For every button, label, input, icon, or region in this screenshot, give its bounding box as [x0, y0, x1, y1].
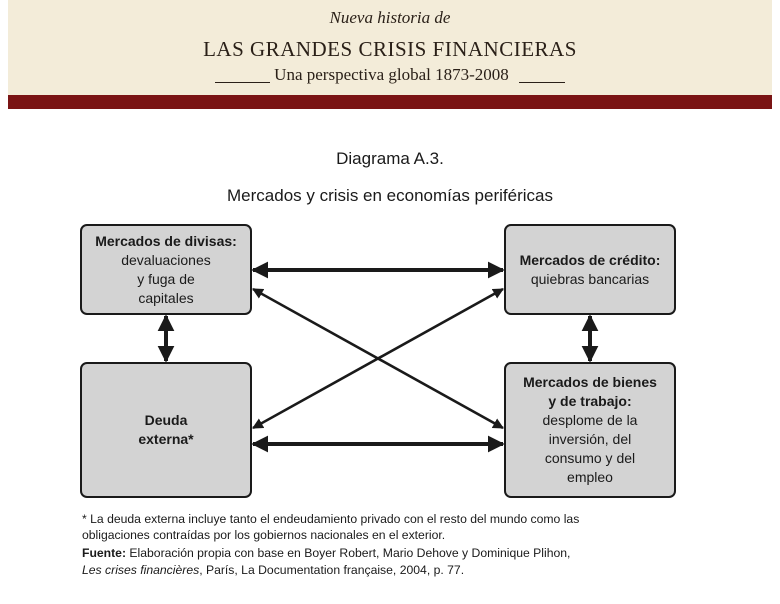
footnote-line-1: * La deuda externa incluye tanto el ende… [82, 512, 580, 526]
node-text: quiebras bancarias [530, 270, 650, 287]
node-text: desplome de la [542, 412, 638, 428]
source-label: Fuente: [82, 546, 127, 560]
header-band: Nueva historia de LAS GRANDES CRISIS FIN… [8, 0, 772, 95]
header-rule-right [518, 68, 565, 83]
node-heading: Mercados de divisas: [95, 232, 237, 249]
source-text: Elaboración propia con base en Boyer Rob… [126, 546, 571, 560]
node-text: empleo [567, 469, 613, 485]
node-heading: Mercados de bienes [523, 374, 657, 390]
node-heading: externa* [138, 431, 194, 447]
node-mercados-bienes-trabajo: Mercados de bienes y de trabajo: desplom… [504, 362, 676, 498]
footnote-line-2: obligaciones contraídas por los gobierno… [82, 528, 446, 542]
node-mercados-divisas: Mercados de divisas: devaluaciones y fug… [80, 224, 252, 315]
source-line-1: Fuente: Elaboración propia con base en B… [82, 545, 570, 561]
node-heading: y de trabajo: [548, 393, 632, 409]
node-deuda-externa: Deuda externa* [80, 362, 252, 498]
header-subtitle-row: Una perspectiva global 1873-2008 [8, 65, 772, 85]
maroon-bar [8, 95, 772, 109]
source-line-2: Les crises financières, París, La Docume… [82, 562, 464, 578]
header-rule-left [215, 68, 271, 83]
header-subtitle: Una perspectiva global 1873-2008 [274, 65, 509, 84]
source-italic-title: Les crises financières [82, 563, 200, 577]
source-text-2: , París, La Documentation française, 200… [199, 563, 465, 577]
header-series: Nueva historia de [329, 8, 451, 27]
node-text: inversión, del [548, 431, 632, 447]
arrow-deuda-credito [252, 287, 504, 430]
header-title: LAS GRANDES CRISIS FINANCIERAS [203, 37, 577, 61]
node-text: devaluaciones [121, 251, 211, 268]
node-text: capitales [138, 289, 194, 306]
diagram-title: Mercados y crisis en economías periféric… [227, 186, 553, 205]
node-heading: Mercados de crédito: [519, 251, 661, 268]
node-heading: Deuda [144, 412, 188, 428]
diagram-label: Diagrama A.3. [336, 149, 444, 168]
node-text: consumo y del [544, 450, 636, 466]
node-text: y fuga de [137, 270, 195, 287]
node-mercados-credito: Mercados de crédito: quiebras bancarias [504, 224, 676, 315]
